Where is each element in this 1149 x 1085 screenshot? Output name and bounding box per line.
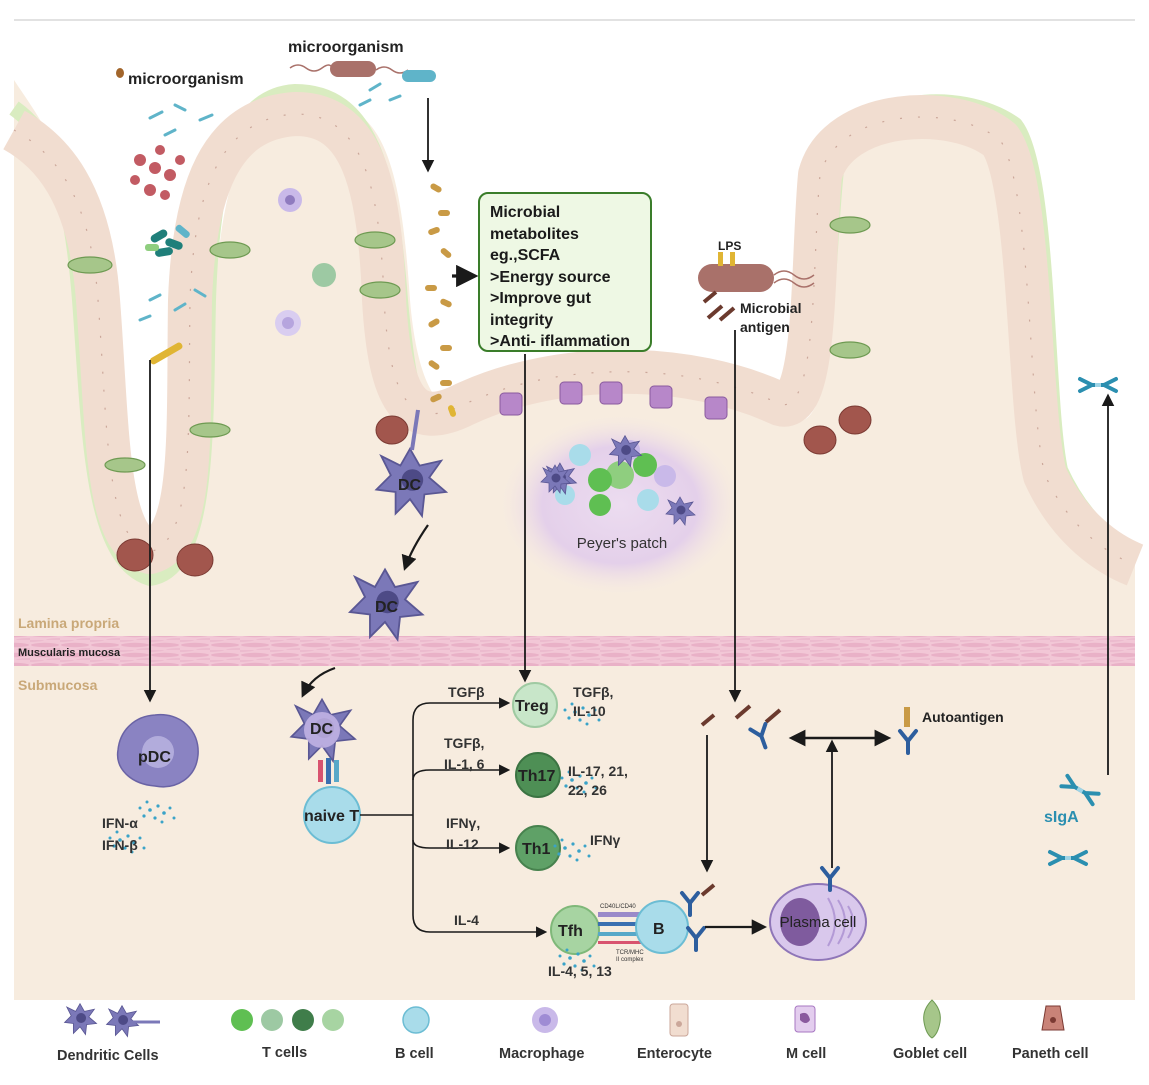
th1-label: Th1 <box>522 841 551 858</box>
th17-input-label-2: IL-1, 6 <box>444 756 485 772</box>
th1-output-label: IFNγ <box>590 832 621 848</box>
muscularis-label: Muscularis mucosa <box>18 647 121 659</box>
th1-input-label-2: IL-12 <box>446 836 479 852</box>
goblet-cells <box>67 216 871 473</box>
metabolite-particles <box>425 183 457 417</box>
tfh-cell <box>550 905 600 955</box>
legend <box>64 999 1065 1039</box>
pdc-label: pDC <box>138 749 171 766</box>
th17-output-label-2: 22, 26 <box>568 782 607 798</box>
treg-input-label: TGFβ <box>448 684 485 700</box>
th17-input-label-1: TGFβ, <box>444 735 484 751</box>
submucosa-label: Submucosa <box>18 677 98 693</box>
autoantigen-label: Autoantigen <box>922 709 1004 725</box>
dendritic-cell-icon <box>64 1003 160 1037</box>
ifn-alpha-label: IFN-α <box>102 815 138 831</box>
microbial-antigen-label-2: antigen <box>740 319 790 335</box>
metabolites-line-2: metabolites <box>490 225 579 243</box>
legend-label-goblet: Goblet cell <box>893 1046 967 1062</box>
m-cells <box>499 381 728 420</box>
peyers-patch <box>500 415 740 595</box>
metabolites-line-1: Microbial <box>490 204 561 221</box>
b-cell-icon <box>402 1006 430 1034</box>
plasma-cell <box>769 883 867 961</box>
legend-label-enterocyte: Enterocyte <box>637 1046 712 1062</box>
submucosa-antigens <box>700 704 782 897</box>
treg-cell <box>512 682 558 728</box>
naive-t-label: naive T <box>304 808 359 825</box>
lps-bacterium <box>698 252 815 322</box>
legend-label-macrophage: Macrophage <box>499 1046 584 1062</box>
pathway-arrows <box>143 98 1115 873</box>
microorganism-label-left: microorganism <box>128 71 244 88</box>
th17-output-label-1: IL-17, 21, <box>568 763 628 779</box>
microorganism-label-top: microorganism <box>288 39 404 56</box>
treg-label: Treg <box>515 698 549 715</box>
autoantigen-marker <box>904 707 910 727</box>
tfh-input-label: IL-4 <box>454 912 479 928</box>
metabolites-line-7: >Anti- iflammation <box>490 333 631 350</box>
metabolites-line-4: >Energy source <box>490 268 611 286</box>
legend-label-bcell: B cell <box>395 1046 434 1062</box>
macrophage-icon <box>532 1007 558 1033</box>
goblet-cell-icon <box>923 999 941 1039</box>
t-cell-icon <box>231 1009 344 1031</box>
enterocyte-icon <box>669 1003 689 1037</box>
paneth-cells <box>116 405 872 577</box>
dc-label-2: DC <box>375 599 399 616</box>
tfh-output-label: IL-4, 5, 13 <box>548 963 612 979</box>
paneth-cell-icon <box>1041 1005 1065 1031</box>
lps-label: LPS <box>718 239 741 253</box>
tfh-b-synapse <box>598 912 648 944</box>
microbial-antigen-label-1: Microbial <box>740 300 801 316</box>
microbes-top-lumen <box>289 61 436 107</box>
plasma-cell-label: Plasma cell <box>780 914 857 931</box>
metabolites-line-3: eg.,SCFA <box>490 247 561 264</box>
tcr-mhc-synapse <box>318 758 339 784</box>
peyers-patch-label: Peyer's patch <box>577 535 667 552</box>
legend-label-mcell: M cell <box>786 1046 826 1062</box>
m-cell-icon <box>794 1005 816 1033</box>
lamina-cells <box>275 188 336 336</box>
th17-label: Th17 <box>518 768 555 785</box>
pdc-cell <box>116 714 199 788</box>
treg-output-label-2: IL-10 <box>573 703 606 719</box>
microbes-left-lumen <box>116 68 214 365</box>
tfh-label: Tfh <box>558 923 583 940</box>
synapse-label-2: TCR/MHC <box>616 950 644 956</box>
synapse-label-3: II complex <box>616 957 643 963</box>
th1-cell <box>515 825 561 871</box>
dc-label-3: DC <box>310 721 334 738</box>
metabolites-line-6: integrity <box>490 311 554 329</box>
differentiation-branches <box>360 697 548 938</box>
synapse-label-1: CD40L/CD40 <box>600 904 636 910</box>
legend-label-tcells: T cells <box>262 1045 307 1061</box>
legend-label-paneth: Paneth cell <box>1012 1046 1089 1062</box>
metabolites-line-5: >Improve gut <box>490 290 591 307</box>
muscularis-band <box>14 636 1135 666</box>
ifn-beta-label: IFN-β <box>102 837 138 853</box>
th17-cell <box>515 752 561 798</box>
microbial-metabolites-box: Microbial metabolites eg.,SCFA >Energy s… <box>478 192 652 352</box>
th1-input-label-1: IFNγ, <box>446 815 480 831</box>
dc-label-1: DC <box>398 477 422 494</box>
treg-output-label-1: TGFβ, <box>573 684 613 700</box>
lamina-propria-label: Lamina propria <box>18 615 119 631</box>
b-cell-label: B <box>653 921 665 938</box>
siga-label: sIgA <box>1044 809 1079 826</box>
legend-label-dendritic: Dendritic Cells <box>57 1048 159 1064</box>
